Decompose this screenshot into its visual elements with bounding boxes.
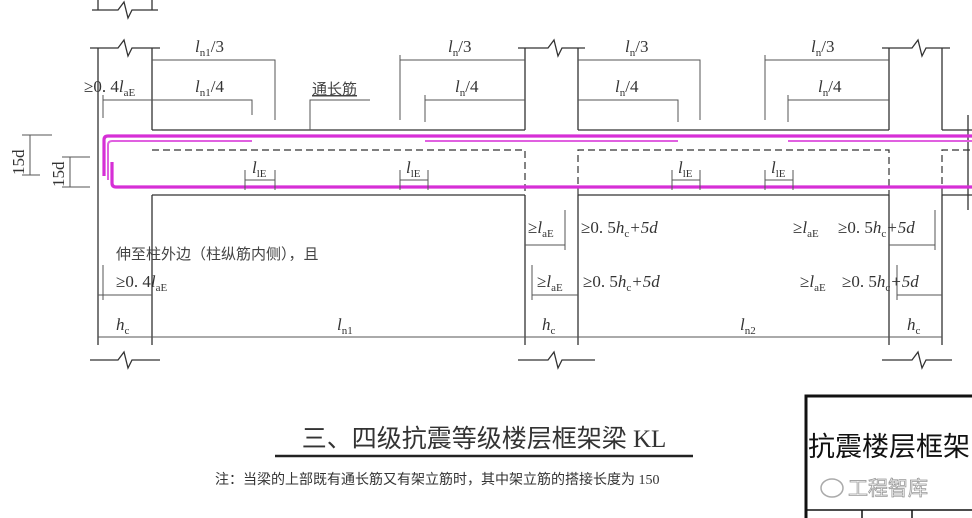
dim-ln-quarter: ln/4 bbox=[818, 77, 842, 99]
dim-lle: llE bbox=[678, 158, 693, 180]
continuous-bar-label: 通长筋 bbox=[312, 80, 357, 98]
dim-ln-third: ln/3 bbox=[811, 37, 834, 59]
dim-lle: llE bbox=[252, 158, 267, 180]
side-table: 抗震楼层框架 bbox=[804, 394, 972, 518]
dim-15d: 15d bbox=[49, 161, 68, 187]
dim-ln-third: ln/3 bbox=[448, 37, 471, 59]
diagram-title: 三、四级抗震等级楼层框架梁 KL bbox=[302, 425, 667, 453]
rebar bbox=[102, 134, 972, 189]
dim-hc: hc bbox=[542, 315, 556, 337]
dim-ln1: ln1 bbox=[337, 315, 353, 337]
dim-ln-quarter: ln/4 bbox=[455, 77, 479, 99]
dim-ln1-quarter: ln1/4 bbox=[195, 77, 224, 99]
dim-lle: llE bbox=[771, 158, 786, 180]
dim-hc: hc bbox=[116, 315, 130, 337]
dim-lae: ≥laE bbox=[793, 218, 819, 240]
dim-ln1-third: ln1/3 bbox=[195, 37, 224, 59]
columns bbox=[90, 0, 952, 370]
dim-ln2: ln2 bbox=[740, 315, 756, 337]
dim-ln-third: ln/3 bbox=[625, 37, 648, 59]
side-box-title: 抗震楼层框架 bbox=[808, 432, 970, 462]
dim-15d: 15d bbox=[9, 149, 28, 175]
watermark-text: 工程智库 bbox=[848, 477, 928, 500]
dim-half-hc: ≥0. 5hc+5d bbox=[583, 272, 660, 294]
dim-anchor-bottom: ≥0. 4laE bbox=[116, 272, 167, 294]
dim-ln-quarter: ln/4 bbox=[615, 77, 639, 99]
dim-hc: hc bbox=[907, 315, 921, 337]
dim-lae: ≥laE bbox=[528, 218, 554, 240]
wechat-icon bbox=[820, 478, 844, 498]
dim-lae: ≥laE bbox=[537, 272, 563, 294]
lower-dimensions bbox=[98, 210, 942, 338]
dim-half-hc: ≥0. 5hc+5d bbox=[838, 218, 915, 240]
dim-half-hc: ≥0. 5hc+5d bbox=[581, 218, 658, 240]
watermark: 工程智库 bbox=[820, 477, 928, 500]
dim-half-hc: ≥0. 5hc+5d bbox=[842, 272, 919, 294]
dim-lle: llE bbox=[406, 158, 421, 180]
beam-outline bbox=[152, 115, 972, 210]
extend-note: 伸至柱外边（柱纵筋内侧），且 bbox=[116, 245, 319, 263]
dim-anchor-top: ≥0. 4laE bbox=[84, 77, 135, 99]
top-dimensions bbox=[22, 55, 889, 190]
dim-lae: ≥laE bbox=[800, 272, 826, 294]
note-text: 注：当梁的上部既有通长筋又有架立筋时，其中架立筋的搭接长度为 150 bbox=[215, 471, 660, 488]
